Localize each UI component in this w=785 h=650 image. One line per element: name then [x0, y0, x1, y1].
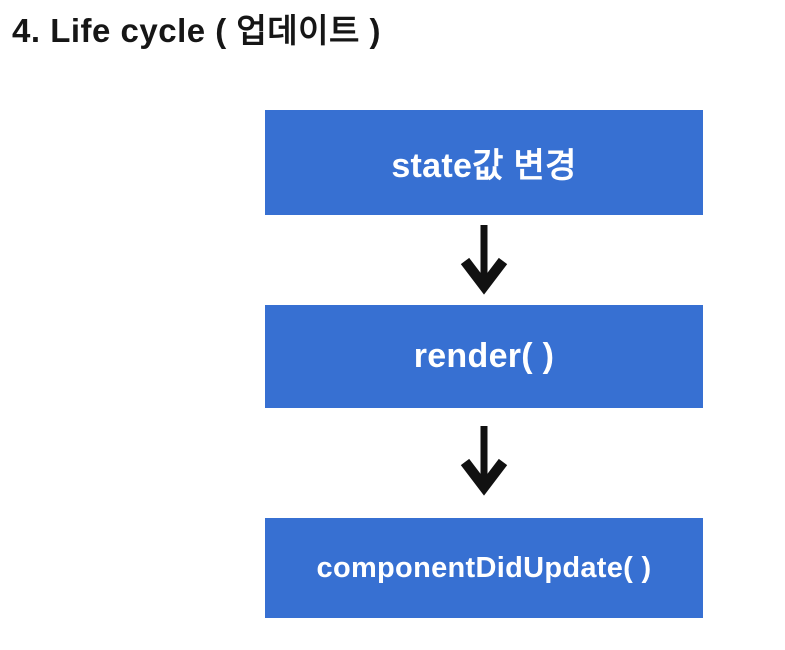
down-arrow-icon [460, 225, 508, 295]
flow-node-component-did-update-label: componentDidUpdate( ) [316, 551, 652, 584]
flow-node-render: render( ) [265, 305, 703, 408]
flow-node-render-label: render( ) [413, 337, 555, 375]
down-arrow-icon [460, 426, 508, 496]
page-title: 4. Life cycle ( 업데이트 ) [12, 12, 382, 49]
flow-node-state-change-label: state값 변경 [391, 147, 577, 185]
flow-node-component-did-update: componentDidUpdate( ) [265, 518, 703, 618]
flow-node-state-change: state값 변경 [265, 110, 703, 215]
